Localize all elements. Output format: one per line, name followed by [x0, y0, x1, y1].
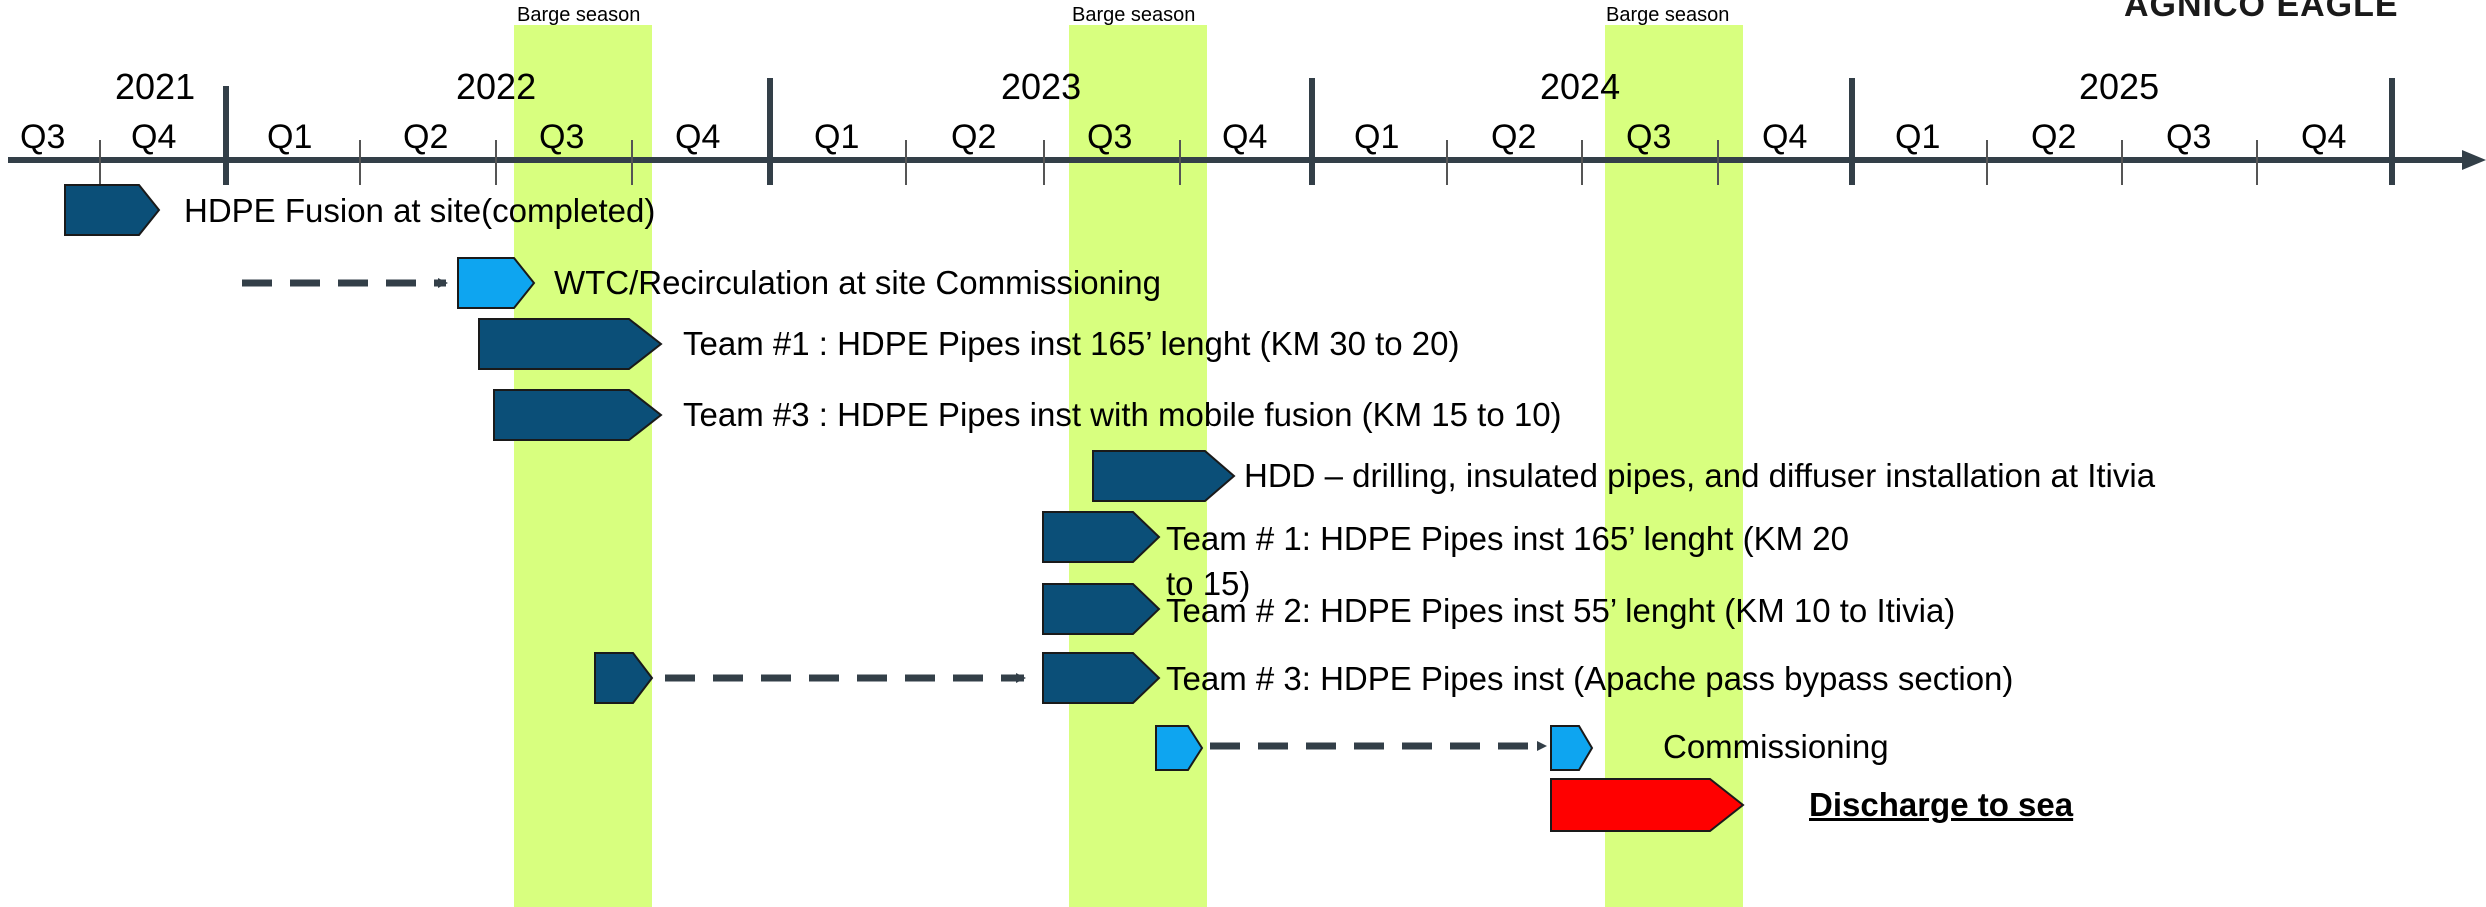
task-bar-team1-km30-20 [478, 318, 663, 370]
task-label-hdpe-fusion: HDPE Fusion at site(completed) [184, 192, 656, 229]
year-label-2022: 2022 [456, 66, 537, 107]
barge-season-label-2023: Barge season [1072, 4, 1196, 26]
task-bar-team3-km15-10 [493, 389, 663, 441]
quarter-label: Q1 [1895, 118, 1941, 156]
year-label-2023: 2023 [1001, 66, 1082, 107]
quarter-label: Q4 [1222, 118, 1268, 156]
quarter-label: Q3 [539, 118, 585, 156]
quarter-label: Q2 [951, 118, 997, 156]
barge-season-band-2024 [1605, 25, 1743, 907]
task-bar-team1-km20-15 [1042, 511, 1161, 563]
quarter-label: Q3 [20, 118, 66, 156]
quarter-label: Q3 [2166, 118, 2212, 156]
task-label-team1-km20-15: Team # 1: HDPE Pipes inst 165’ lenght (K… [1166, 520, 1849, 602]
quarter-label: Q2 [2031, 118, 2077, 156]
task-bar-team3-apache [1042, 652, 1161, 704]
quarter-label: Q4 [675, 118, 721, 156]
year-label-2024: 2024 [1540, 66, 1621, 107]
timeline-axis-arrowhead [2462, 150, 2486, 170]
quarter-label: Q4 [131, 118, 177, 156]
task-label-wtc-commissioning: WTC/Recirculation at site Commissioning [554, 264, 1162, 301]
barge-season-label-2022: Barge season [517, 4, 641, 26]
task-bar-hdd-itivia [1092, 450, 1236, 502]
quarter-label: Q2 [1491, 118, 1537, 156]
quarter-label: Q4 [2301, 118, 2347, 156]
task-label-commissioning: Commissioning [1663, 728, 1889, 765]
company-logo: AGNICO EAGLE [2124, 0, 2399, 24]
task-label-team1-km30-20: Team #1 : HDPE Pipes inst 165’ lenght (K… [683, 325, 1460, 362]
quarter-label: Q1 [267, 118, 313, 156]
task-label-team2-km10-itivia: Team # 2: HDPE Pipes inst 55’ lenght (KM… [1166, 592, 1956, 629]
task-bar-team2-km10-itivia [1042, 583, 1161, 635]
year-label-2021: 2021 [115, 66, 196, 107]
task-bar-commissioning-end [1550, 725, 1594, 771]
task-label-team3-km15-10: Team #3 : HDPE Pipes inst with mobile fu… [683, 396, 1562, 433]
quarter-label: Q3 [1087, 118, 1133, 156]
barge-season-band-2022 [514, 25, 652, 907]
task-bar-commissioning-start [1155, 725, 1204, 771]
quarter-label: Q2 [403, 118, 449, 156]
quarter-label: Q4 [1762, 118, 1808, 156]
task-bar-wtc-commissioning [457, 257, 536, 309]
task-bar-discharge-to-sea [1550, 778, 1745, 832]
task-label-discharge-to-sea: Discharge to sea [1809, 786, 2074, 823]
year-label-2025: 2025 [2079, 66, 2160, 107]
quarter-label: Q1 [1354, 118, 1400, 156]
barge-season-label-2024: Barge season [1606, 4, 1730, 26]
task-bar-apache-prep [594, 652, 654, 704]
quarter-label: Q1 [814, 118, 860, 156]
quarter-label: Q3 [1626, 118, 1672, 156]
task-label-team3-apache: Team # 3: HDPE Pipes inst (Apache pass b… [1166, 660, 2014, 697]
task-label-hdd-itivia: HDD – drilling, insulated pipes, and dif… [1244, 457, 2156, 494]
task-bar-hdpe-fusion [64, 184, 161, 236]
